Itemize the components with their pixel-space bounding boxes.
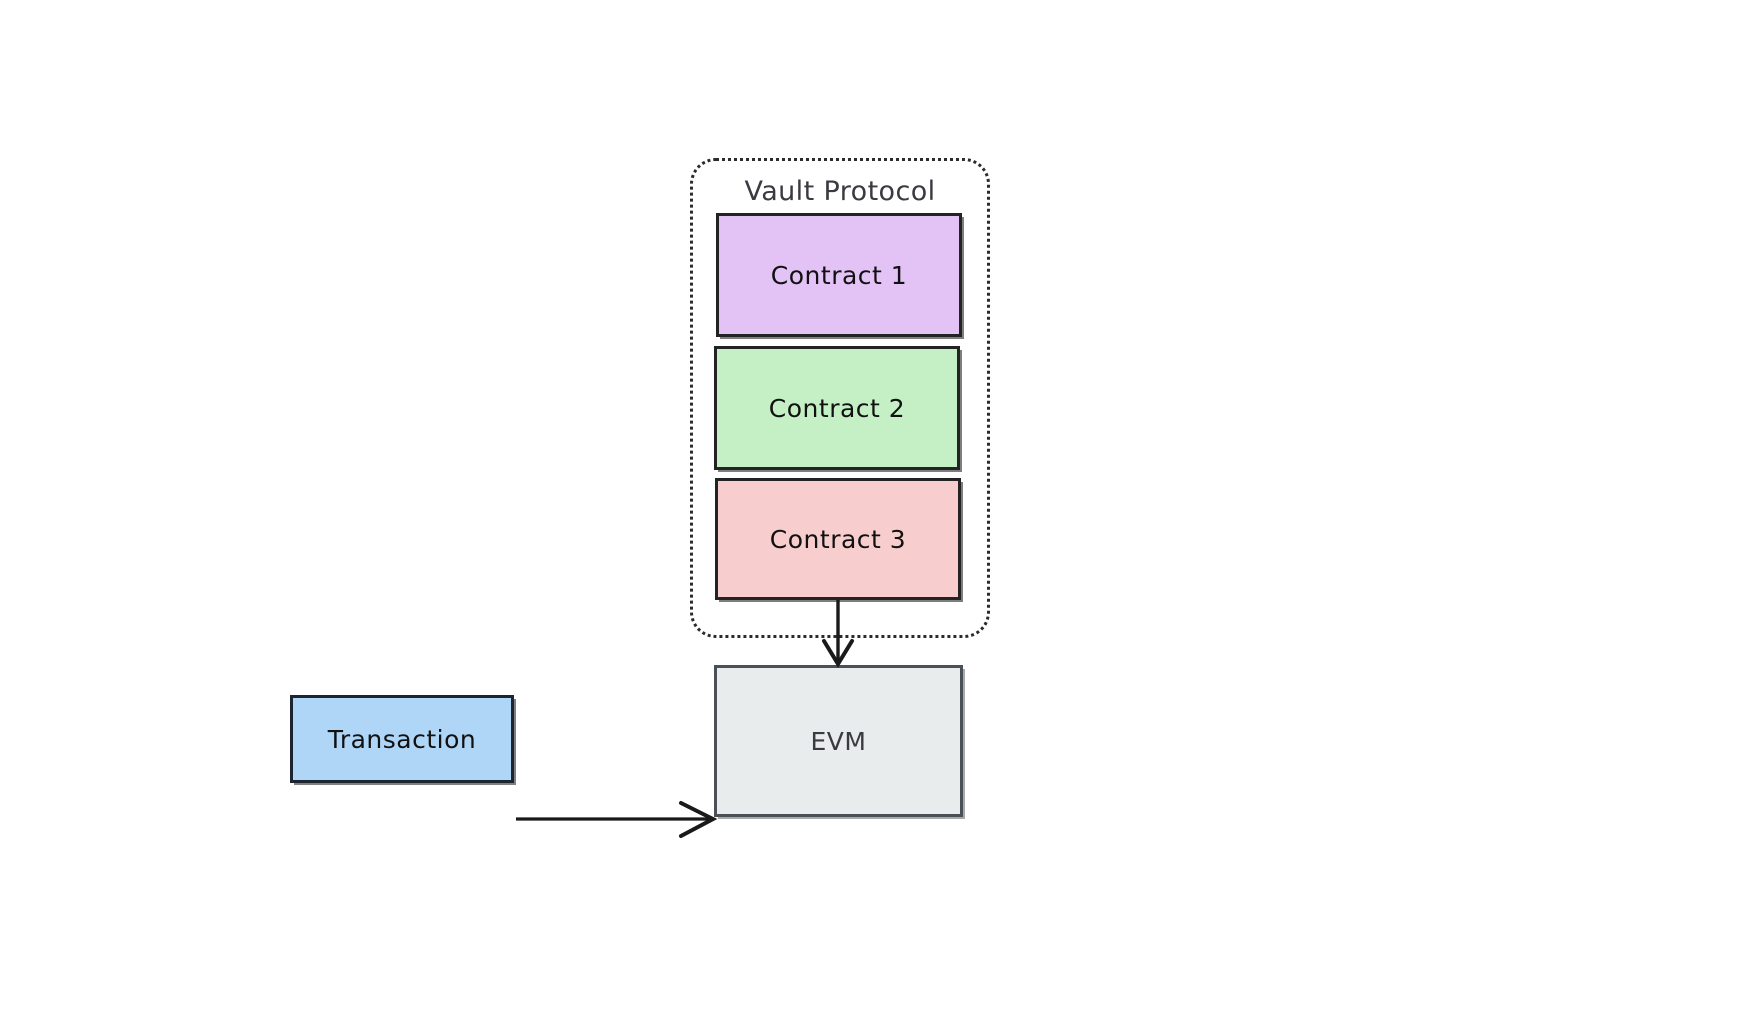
node-contract-1-label: Contract 1 bbox=[770, 260, 908, 290]
arrowhead-down-icon bbox=[822, 639, 854, 668]
node-contract-3[interactable]: Contract 3 bbox=[715, 478, 961, 600]
node-contract-1[interactable]: Contract 1 bbox=[716, 213, 962, 337]
vault-protocol-group[interactable] bbox=[690, 158, 990, 638]
node-contract-2[interactable]: Contract 2 bbox=[714, 346, 960, 470]
node-evm[interactable]: EVM bbox=[714, 665, 963, 817]
arrowhead-right-icon bbox=[679, 801, 718, 838]
node-transaction[interactable]: Transaction bbox=[290, 695, 514, 783]
node-transaction-label: Transaction bbox=[327, 724, 477, 754]
node-evm-label: EVM bbox=[810, 726, 867, 756]
vault-protocol-label: Vault Protocol bbox=[744, 176, 936, 207]
node-contract-2-label: Contract 2 bbox=[768, 393, 906, 423]
node-contract-3-label: Contract 3 bbox=[769, 524, 907, 554]
edge-transaction-to-evm bbox=[516, 801, 718, 838]
